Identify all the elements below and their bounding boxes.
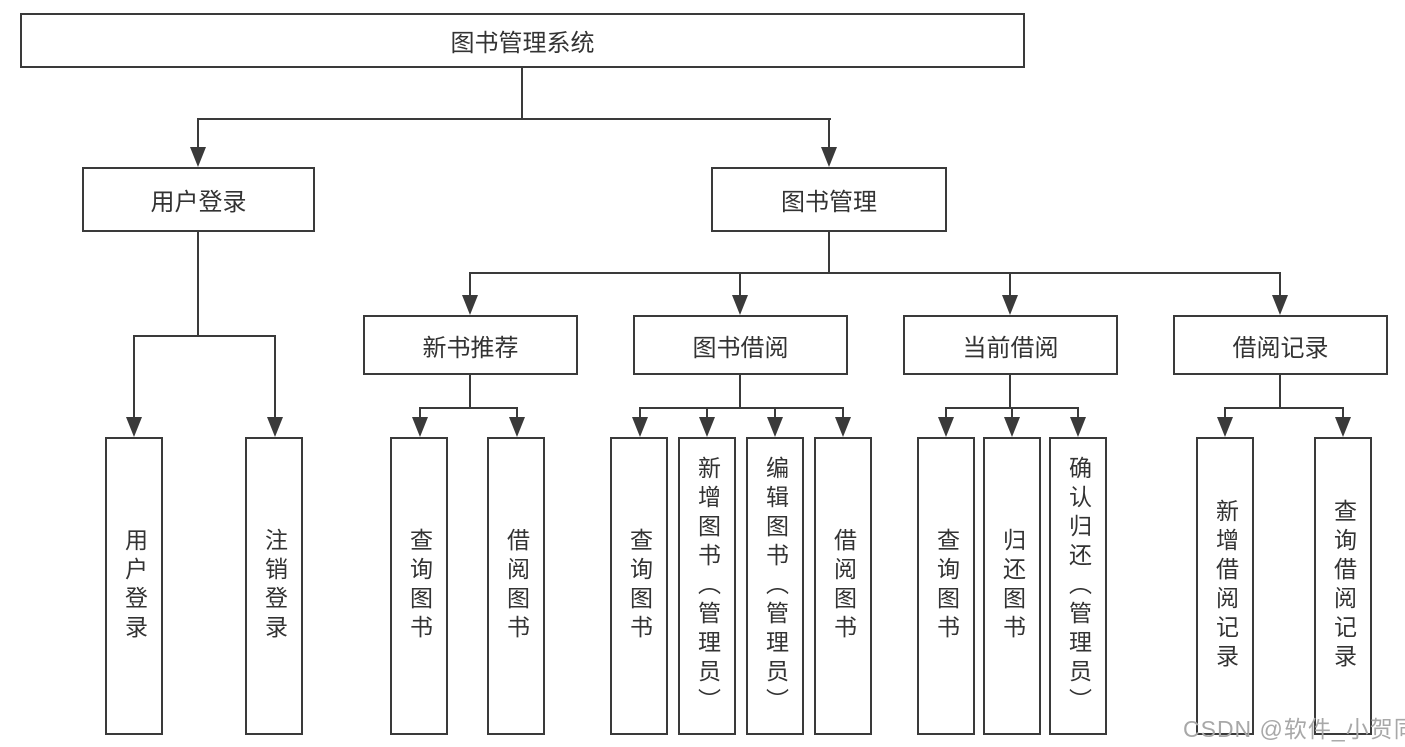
- node-current-borrow: 当前借阅: [903, 315, 1118, 375]
- connector-leaf-stem: [706, 407, 708, 419]
- node-root: 图书管理系统: [20, 13, 1025, 68]
- connector-sub-stem: [739, 375, 741, 409]
- arrow-down-icon: [632, 417, 648, 437]
- arrow-down-icon: [126, 417, 142, 437]
- arrow-down-icon: [509, 417, 525, 437]
- arrow-down-icon: [732, 295, 748, 315]
- arrow-down-icon: [1217, 417, 1233, 437]
- connector-root-stem: [521, 68, 523, 120]
- arrow-down-icon: [267, 417, 283, 437]
- connector-leaf-stem: [1011, 407, 1013, 419]
- connector-sub-stem: [1279, 375, 1281, 409]
- leaf-edit-books-admin: 编辑图书（管理员）: [746, 437, 804, 735]
- connector-leaf-stem: [945, 407, 947, 419]
- node-book-mgmt: 图书管理: [711, 167, 947, 232]
- connector-leaf-stem: [1342, 407, 1344, 419]
- node-book-borrow-label: 图书借阅: [692, 334, 789, 362]
- leaf-return-books: 归还图书: [983, 437, 1041, 735]
- node-user-login: 用户登录: [82, 167, 315, 232]
- arrow-down-icon: [190, 147, 206, 167]
- arrow-down-icon: [1335, 417, 1351, 437]
- connector-leaf-stem: [1224, 407, 1226, 419]
- connector-leaf-stem: [774, 407, 776, 419]
- leaf-query-books-1: 查询图书: [390, 437, 448, 735]
- leaf-query-books-3-label: 查询图书: [933, 528, 960, 644]
- leaf-user-login: 用户登录: [105, 437, 163, 735]
- connector-user-login-stem: [197, 232, 199, 337]
- connector-leaf-stem: [274, 335, 276, 419]
- connector-sub-bus: [639, 407, 844, 409]
- leaf-add-books-admin-label: 新增图书（管理员）: [694, 455, 721, 717]
- connector-stem-book-mgmt: [828, 118, 830, 148]
- leaf-add-books-admin: 新增图书（管理员）: [678, 437, 736, 735]
- connector-leaf-stem: [419, 407, 421, 419]
- connector-leaf-stem: [639, 407, 641, 419]
- leaf-add-borrow-record-label: 新增借阅记录: [1212, 499, 1239, 673]
- leaf-borrow-books-2-label: 借阅图书: [830, 528, 857, 644]
- leaf-query-books-2-label: 查询图书: [626, 528, 653, 644]
- node-new-book-rec-label: 新书推荐: [422, 334, 519, 362]
- leaf-confirm-return-admin-label: 确认归还（管理员）: [1065, 455, 1092, 717]
- arrow-down-icon: [1272, 295, 1288, 315]
- leaf-query-borrow-record-label: 查询借阅记录: [1330, 499, 1357, 673]
- arrow-down-icon: [821, 147, 837, 167]
- leaf-logout: 注销登录: [245, 437, 303, 735]
- leaf-borrow-books-1: 借阅图书: [487, 437, 545, 735]
- connector-stem-borrow-records: [1279, 272, 1281, 296]
- connector-stem-current-borrow: [1009, 272, 1011, 296]
- leaf-borrow-books-2: 借阅图书: [814, 437, 872, 735]
- leaf-user-login-label: 用户登录: [121, 528, 148, 644]
- leaf-confirm-return-admin: 确认归还（管理员）: [1049, 437, 1107, 735]
- arrow-down-icon: [1004, 417, 1020, 437]
- node-borrow-records: 借阅记录: [1173, 315, 1388, 375]
- leaf-add-borrow-record: 新增借阅记录: [1196, 437, 1254, 735]
- connector-leaf-stem: [842, 407, 844, 419]
- connector-sub-bus: [419, 407, 518, 409]
- node-current-borrow-label: 当前借阅: [962, 334, 1059, 362]
- leaf-query-books-2: 查询图书: [610, 437, 668, 735]
- connector-level3-bus: [469, 272, 1281, 274]
- connector-sub-stem: [469, 375, 471, 409]
- leaf-query-books-1-label: 查询图书: [406, 528, 433, 644]
- arrow-down-icon: [835, 417, 851, 437]
- connector-leaf-stem: [133, 335, 135, 419]
- leaf-return-books-label: 归还图书: [999, 528, 1026, 644]
- connector-book-mgmt-stem: [828, 232, 830, 274]
- watermark: CSDN @软件_小贺同学: [1183, 716, 1405, 742]
- leaf-edit-books-admin-label: 编辑图书（管理员）: [762, 455, 789, 717]
- leaf-logout-label: 注销登录: [261, 528, 288, 644]
- node-book-borrow: 图书借阅: [633, 315, 848, 375]
- connector-sub-bus: [1224, 407, 1343, 409]
- connector-leaf-stem: [516, 407, 518, 419]
- connector-leaf-stem: [1077, 407, 1079, 419]
- node-new-book-rec: 新书推荐: [363, 315, 578, 375]
- leaf-query-books-3: 查询图书: [917, 437, 975, 735]
- leaf-borrow-books-1-label: 借阅图书: [503, 528, 530, 644]
- node-book-mgmt-label: 图书管理: [781, 189, 877, 216]
- arrow-down-icon: [1002, 295, 1018, 315]
- connector-top-bus: [197, 118, 831, 120]
- arrow-down-icon: [699, 417, 715, 437]
- arrow-down-icon: [1070, 417, 1086, 437]
- arrow-down-icon: [767, 417, 783, 437]
- node-borrow-records-label: 借阅记录: [1232, 334, 1329, 362]
- leaf-query-borrow-record: 查询借阅记录: [1314, 437, 1372, 735]
- arrow-down-icon: [462, 295, 478, 315]
- node-root-label: 图书管理系统: [450, 30, 595, 57]
- node-user-login-label: 用户登录: [150, 189, 247, 216]
- connector-stem-user-login: [197, 118, 199, 148]
- connector-stem-new-book: [469, 272, 471, 296]
- arrow-down-icon: [412, 417, 428, 437]
- connector-user-login-bus: [133, 335, 276, 337]
- connector-sub-stem: [1009, 375, 1011, 409]
- arrow-down-icon: [938, 417, 954, 437]
- connector-stem-book-borrow: [739, 272, 741, 296]
